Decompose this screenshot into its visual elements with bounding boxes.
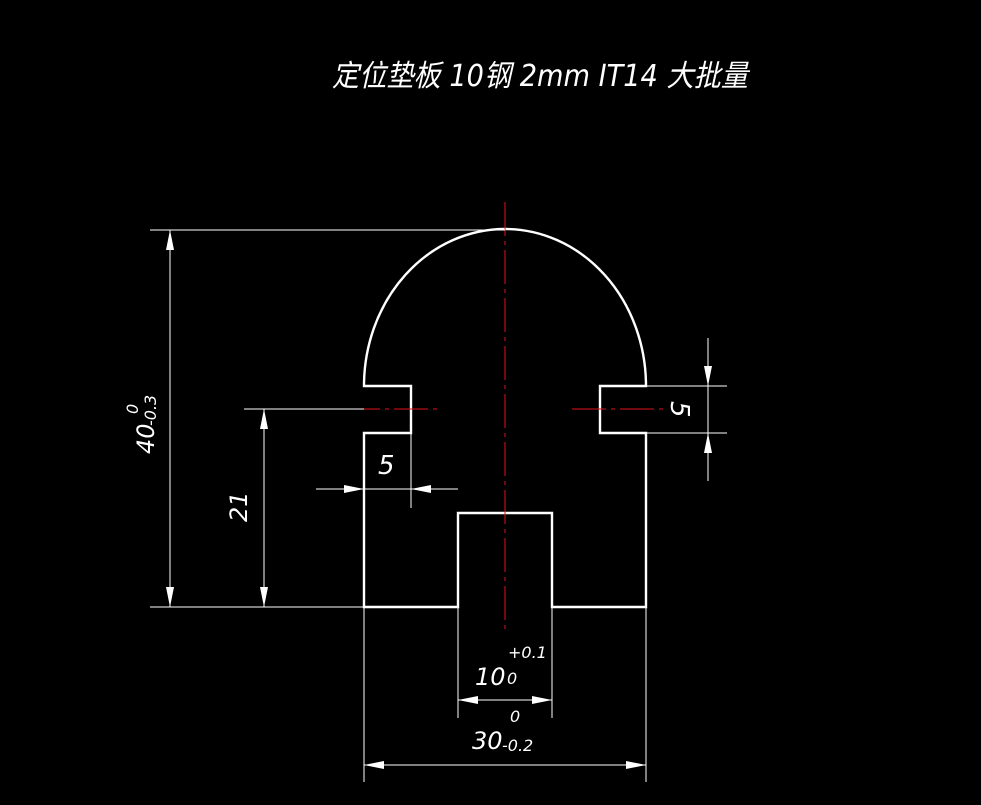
dim-slot-center-height: 21	[225, 408, 364, 607]
dim-notch-width: 5	[600, 338, 727, 481]
overall-height-lower: -0.3	[141, 395, 160, 426]
arrow-head	[364, 761, 384, 769]
overall-width-upper: 0	[510, 707, 520, 726]
arrow-head	[166, 587, 174, 607]
part-outline	[362, 227, 648, 609]
overall-height-nominal: 40	[132, 423, 160, 454]
overall-width-nominal: 30	[472, 727, 503, 755]
dim-overall-width: 30 0 -0.2	[363, 607, 647, 782]
slot-center-height-value: 21	[225, 491, 253, 522]
arrow-head	[626, 761, 646, 769]
dim-notch-depth: 5	[316, 433, 458, 508]
arrow-head	[166, 230, 174, 250]
arrow-head	[260, 587, 268, 607]
drawing-title: 定位垫板 10钢 2mm IT14 大批量	[332, 59, 751, 94]
bottom-slot-width-lower: 0	[507, 669, 517, 688]
notch-width-value: 5	[664, 401, 694, 418]
arrow-head	[260, 409, 268, 429]
dim-overall-height: 40 -0.3 0	[123, 229, 505, 608]
arrow-head	[458, 696, 478, 704]
notch-depth-value: 5	[378, 451, 395, 481]
dim-bottom-slot-width: 10 +0.1 0	[457, 607, 553, 718]
bottom-slot-width-nominal: 10	[475, 663, 506, 691]
arrow-head	[411, 485, 431, 493]
overall-height-upper: 0	[123, 404, 142, 414]
center-lines	[346, 202, 668, 634]
bottom-slot-width-upper: +0.1	[508, 643, 547, 662]
arrow-head	[704, 433, 712, 453]
arrow-head	[344, 485, 364, 493]
arrow-head	[532, 696, 552, 704]
overall-width-lower: -0.2	[502, 736, 533, 755]
arrow-head	[704, 366, 712, 386]
